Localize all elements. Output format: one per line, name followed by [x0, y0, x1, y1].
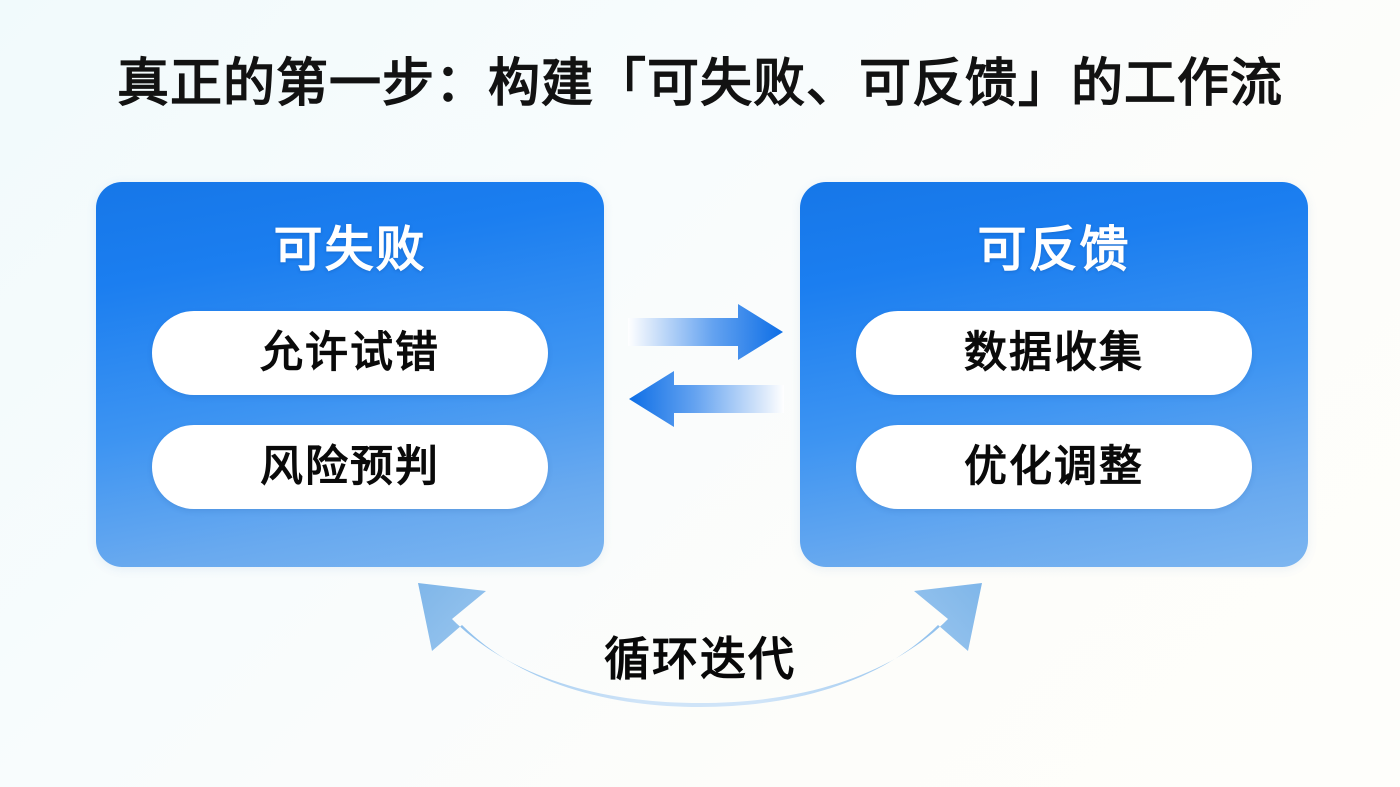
pill-label: 数据收集: [964, 329, 1144, 377]
card-feedback-title: 可反馈: [977, 223, 1131, 277]
exchange-arrows-group: [628, 304, 784, 427]
arrow-right-icon: [628, 304, 783, 360]
pill-label: 优化调整: [964, 443, 1144, 491]
card-failable-title: 可失败: [273, 223, 427, 277]
pill-risk-anticipation[interactable]: 风险预判: [152, 425, 548, 509]
loop-label: 循环迭代: [604, 633, 796, 685]
pill-allow-trial-and-error[interactable]: 允许试错: [152, 311, 548, 395]
arrow-left-icon: [629, 371, 784, 427]
page-title: 真正的第一步：构建「可失败、可反馈」的工作流: [116, 55, 1283, 113]
curved-arrow-right-head-icon: [700, 583, 982, 707]
card-failable: 可失败 允许试错 风险预判: [96, 182, 604, 567]
loop-arc-group: [418, 583, 982, 707]
curved-arrow-left-head-icon: [418, 583, 700, 707]
pill-label: 风险预判: [260, 443, 440, 491]
card-feedback: 可反馈 数据收集 优化调整: [800, 182, 1308, 567]
pill-data-collection[interactable]: 数据收集: [856, 311, 1252, 395]
pill-label: 允许试错: [260, 329, 440, 377]
pill-optimization-adjustment[interactable]: 优化调整: [856, 425, 1252, 509]
